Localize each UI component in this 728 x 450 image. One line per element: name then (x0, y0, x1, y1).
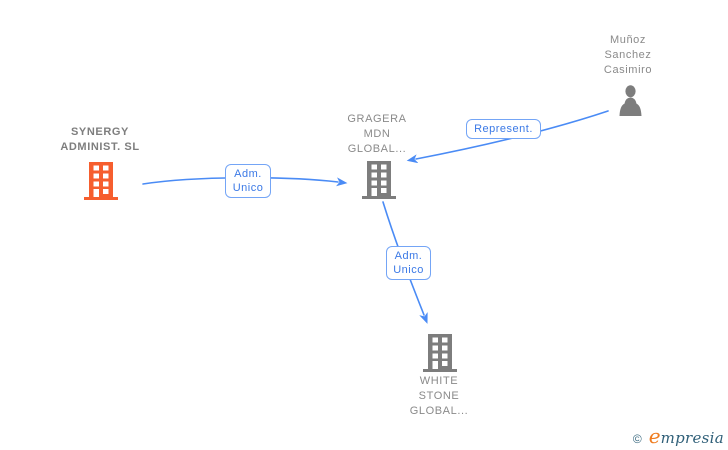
logo-text: mpresia (660, 429, 724, 447)
building-icon[interactable] (362, 161, 396, 204)
node-label-munoz[interactable]: Muñoz Sanchez Casimiro (603, 34, 653, 76)
building-windows (93, 165, 109, 197)
building-icon[interactable] (423, 334, 457, 377)
edge-label-represent: Represent. (466, 119, 541, 139)
building-windows (432, 337, 448, 369)
empresia-logo[interactable]: © e mpresia (632, 424, 724, 448)
node-label-whitestone[interactable]: WHITE STONE GLOBAL... (409, 375, 469, 417)
node-label-synergy[interactable]: SYNERGY ADMINIST. SL (60, 126, 140, 153)
node-label-gragera[interactable]: GRAGERA MDN GLOBAL... (347, 113, 407, 155)
copyright-icon: © (632, 432, 642, 446)
logo-letter-e: e (648, 424, 661, 448)
edge-label-adm-unico-2: Adm. Unico (386, 246, 431, 280)
building-windows (371, 164, 387, 196)
building-icon[interactable] (84, 162, 118, 205)
edge-label-adm-unico-1: Adm. Unico (225, 164, 271, 198)
person-icon[interactable] (617, 85, 644, 121)
